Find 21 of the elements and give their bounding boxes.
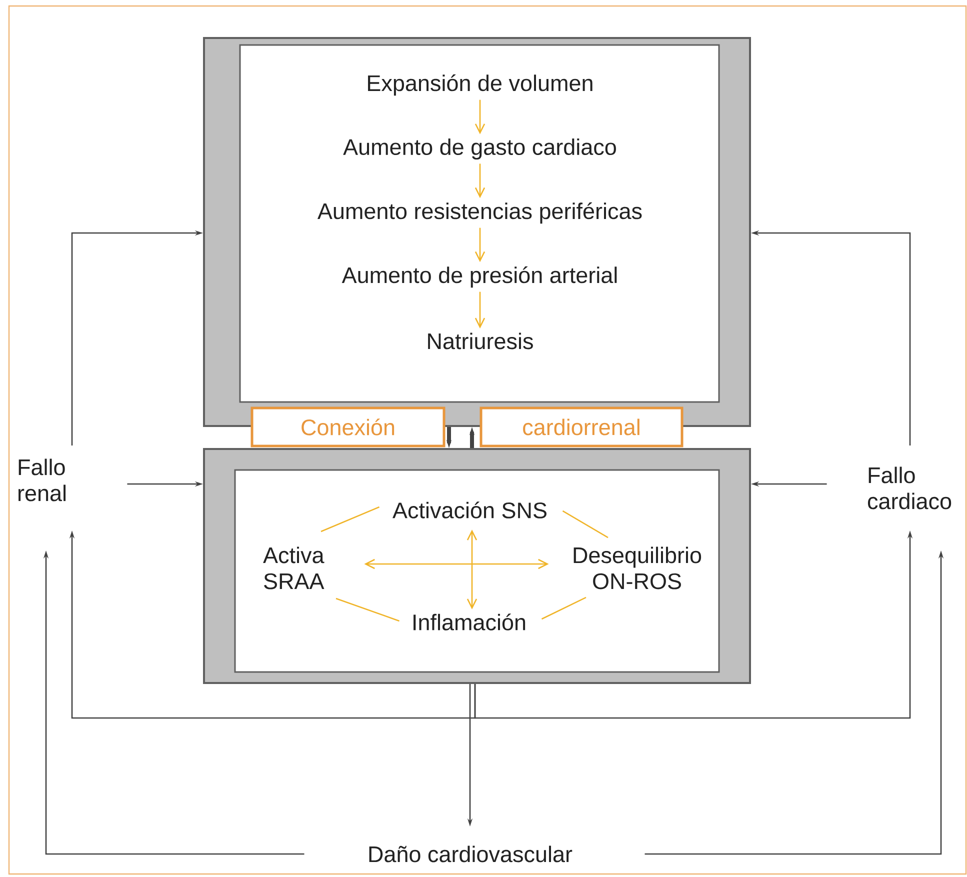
node-text: Fallo renal [18,458,66,502]
arrow [364,558,549,570]
label-box: Conexión [250,406,446,448]
node-text: Desequilibrio ON-ROS [574,546,702,590]
arrow [474,292,486,329]
arrow [466,530,478,610]
arrow [474,164,486,198]
node-text: Expansión de volumen [368,74,592,96]
panel [203,448,751,684]
node-text: Activa SRAA [263,546,324,590]
arrow [474,228,486,262]
node-text: Aumento resistencias periféricas [317,202,642,224]
node-text: Aumento de presión arterial [342,266,617,288]
node-text: Activación SNS [392,502,546,518]
arrow [474,100,486,134]
label-box: cardiorrenal [480,406,684,448]
node-text: Daño cardiovascular [369,846,572,862]
node-text: Fallo cardiaco [868,466,952,510]
node-text: Aumento de gasto cardiaco [343,138,616,160]
node-text: Inflamación [414,614,526,630]
node-text: Natriuresis [428,332,533,350]
